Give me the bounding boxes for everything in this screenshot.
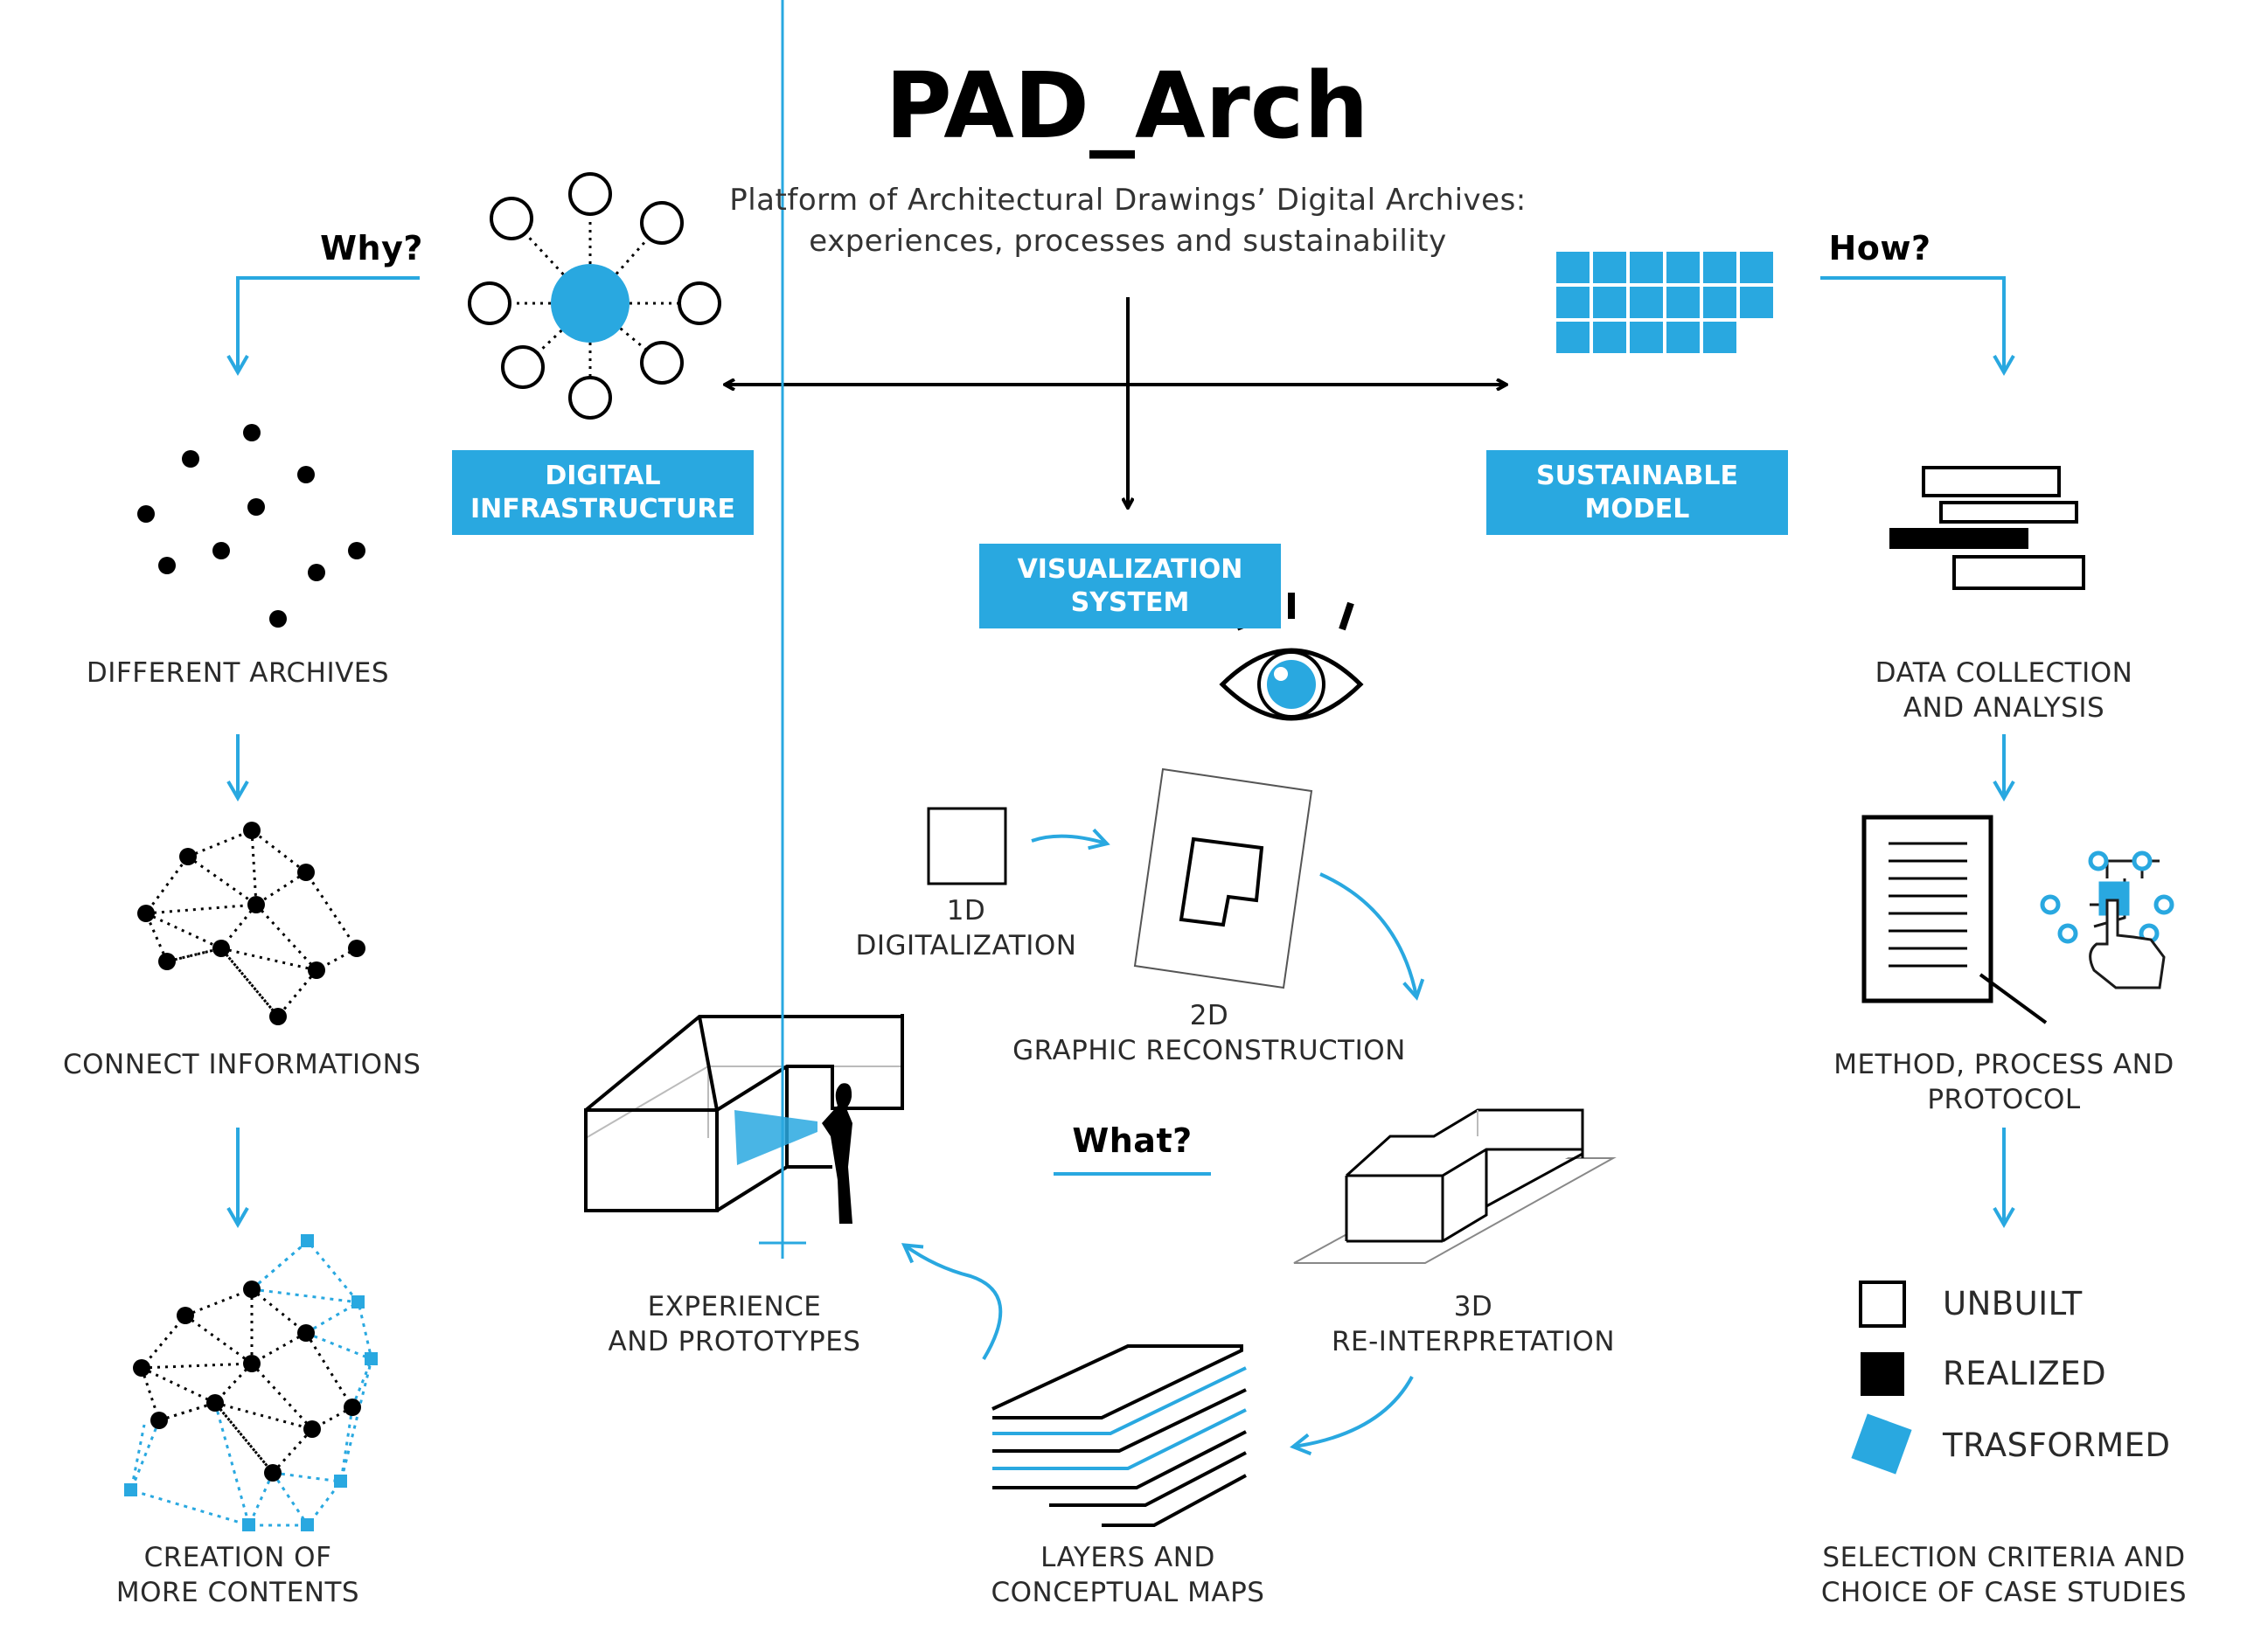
what-heading: What?: [1072, 1121, 1193, 1160]
grid-blocks-icon: [1556, 252, 1773, 353]
label-line: AND PROTOTYPES: [608, 1326, 861, 1357]
label-line: AND ANALYSIS: [1903, 692, 2105, 724]
page-title: PAD_Arch: [885, 52, 1369, 159]
why-arrow: [226, 276, 420, 376]
label-line: PROTOCOL: [1927, 1084, 2081, 1115]
why-heading: Why?: [320, 229, 423, 267]
drawing-sheet-icon: [1133, 767, 1313, 989]
experience-space-icon: [584, 0, 904, 1259]
label-line: EXPERIENCE: [647, 1291, 822, 1322]
central-axis-arrows: [726, 297, 1506, 507]
label-line: 3D: [1453, 1291, 1493, 1322]
label-line: CONNECT INFORMATIONS: [63, 1049, 421, 1080]
box-line: SUSTAINABLE: [1536, 460, 1738, 491]
selection-criteria-label: SELECTION CRITERIA AND CHOICE OF CASE STU…: [1777, 1540, 2231, 1610]
label-line: DIFFERENT ARCHIVES: [86, 657, 390, 689]
massing-model-icon: [1293, 1108, 1617, 1264]
legend-trasformed-label: TRASFORMED: [1943, 1426, 2171, 1464]
subtitle-line-1: Platform of Architectural Drawings’ Digi…: [729, 183, 1527, 218]
how-arrow: [1820, 276, 2015, 376]
re-interpretation-label: 3D RE-INTERPRETATION: [1294, 1289, 1652, 1359]
different-archives-label: DIFFERENT ARCHIVES: [63, 656, 413, 691]
box-line: VISUALIZATION: [1017, 553, 1243, 585]
white-square-icon: [1859, 1281, 1906, 1328]
subtitle-line-2: experiences, processes and sustainabilit…: [809, 224, 1447, 259]
connect-informations-label: CONNECT INFORMATIONS: [63, 1047, 421, 1082]
document-icon: [1861, 815, 2048, 1024]
eye-icon: [1219, 593, 1364, 721]
graphic-reconstruction-label: 2D GRAPHIC RECONSTRUCTION: [1012, 998, 1406, 1068]
label-line: CONCEPTUAL MAPS: [991, 1577, 1265, 1608]
label-line: CREATION OF: [143, 1542, 332, 1573]
blue-diamond-icon: [1851, 1413, 1912, 1475]
legend-icons: [1851, 1281, 1912, 1475]
label-line: DATA COLLECTION: [1875, 657, 2133, 689]
black-square-icon: [1861, 1352, 1904, 1396]
arrow-1d-to-2d: [1031, 828, 1110, 850]
label-line: METHOD, PROCESS AND: [1833, 1049, 2174, 1080]
data-bars-icon: [1889, 466, 2085, 590]
box-line: MODEL: [1584, 493, 1690, 524]
label-line: LAYERS AND: [1040, 1542, 1215, 1573]
label-line: DIGITALIZATION: [855, 930, 1077, 961]
label-line: SELECTION CRITERIA AND: [1822, 1542, 2186, 1573]
experience-prototypes-label: EXPERIENCE AND PROTOTYPES: [577, 1289, 892, 1359]
box-line: DIGITAL: [545, 460, 661, 491]
box-line: INFRASTRUCTURE: [470, 493, 736, 524]
layers-icon: [991, 1344, 1247, 1527]
legend-unbuilt-label: UNBUILT: [1943, 1285, 2083, 1322]
method-process-label: METHOD, PROCESS AND PROTOCOL: [1785, 1047, 2223, 1117]
touch-circuit-icon: [2040, 850, 2174, 989]
arrow-2d-to-3d: [1319, 872, 1425, 1001]
label-line: 1D: [946, 895, 986, 927]
box-line: SYSTEM: [1070, 587, 1190, 618]
expanded-network-icon: [124, 1234, 378, 1531]
label-line: GRAPHIC RECONSTRUCTION: [1012, 1035, 1406, 1066]
legend-realized-label: REALIZED: [1943, 1355, 2107, 1392]
layers-maps-label: LAYERS AND CONCEPTUAL MAPS: [953, 1540, 1303, 1610]
connected-network-icon: [137, 822, 365, 1025]
how-heading: How?: [1828, 229, 1931, 267]
digitalization-square-icon: [927, 807, 1007, 885]
label-line: CHOICE OF CASE STUDIES: [1820, 1577, 2188, 1608]
label-line: MORE CONTENTS: [115, 1577, 360, 1608]
arrow-layers-to-experience: [901, 1243, 1003, 1361]
label-line: RE-INTERPRETATION: [1331, 1326, 1616, 1357]
arrow-3d-to-layers: [1290, 1376, 1414, 1456]
network-hub-icon: [468, 172, 721, 420]
creation-more-contents-label: CREATION OF MORE CONTENTS: [63, 1540, 413, 1610]
scattered-dots-icon: [137, 424, 365, 628]
label-line: 2D: [1189, 1000, 1229, 1031]
